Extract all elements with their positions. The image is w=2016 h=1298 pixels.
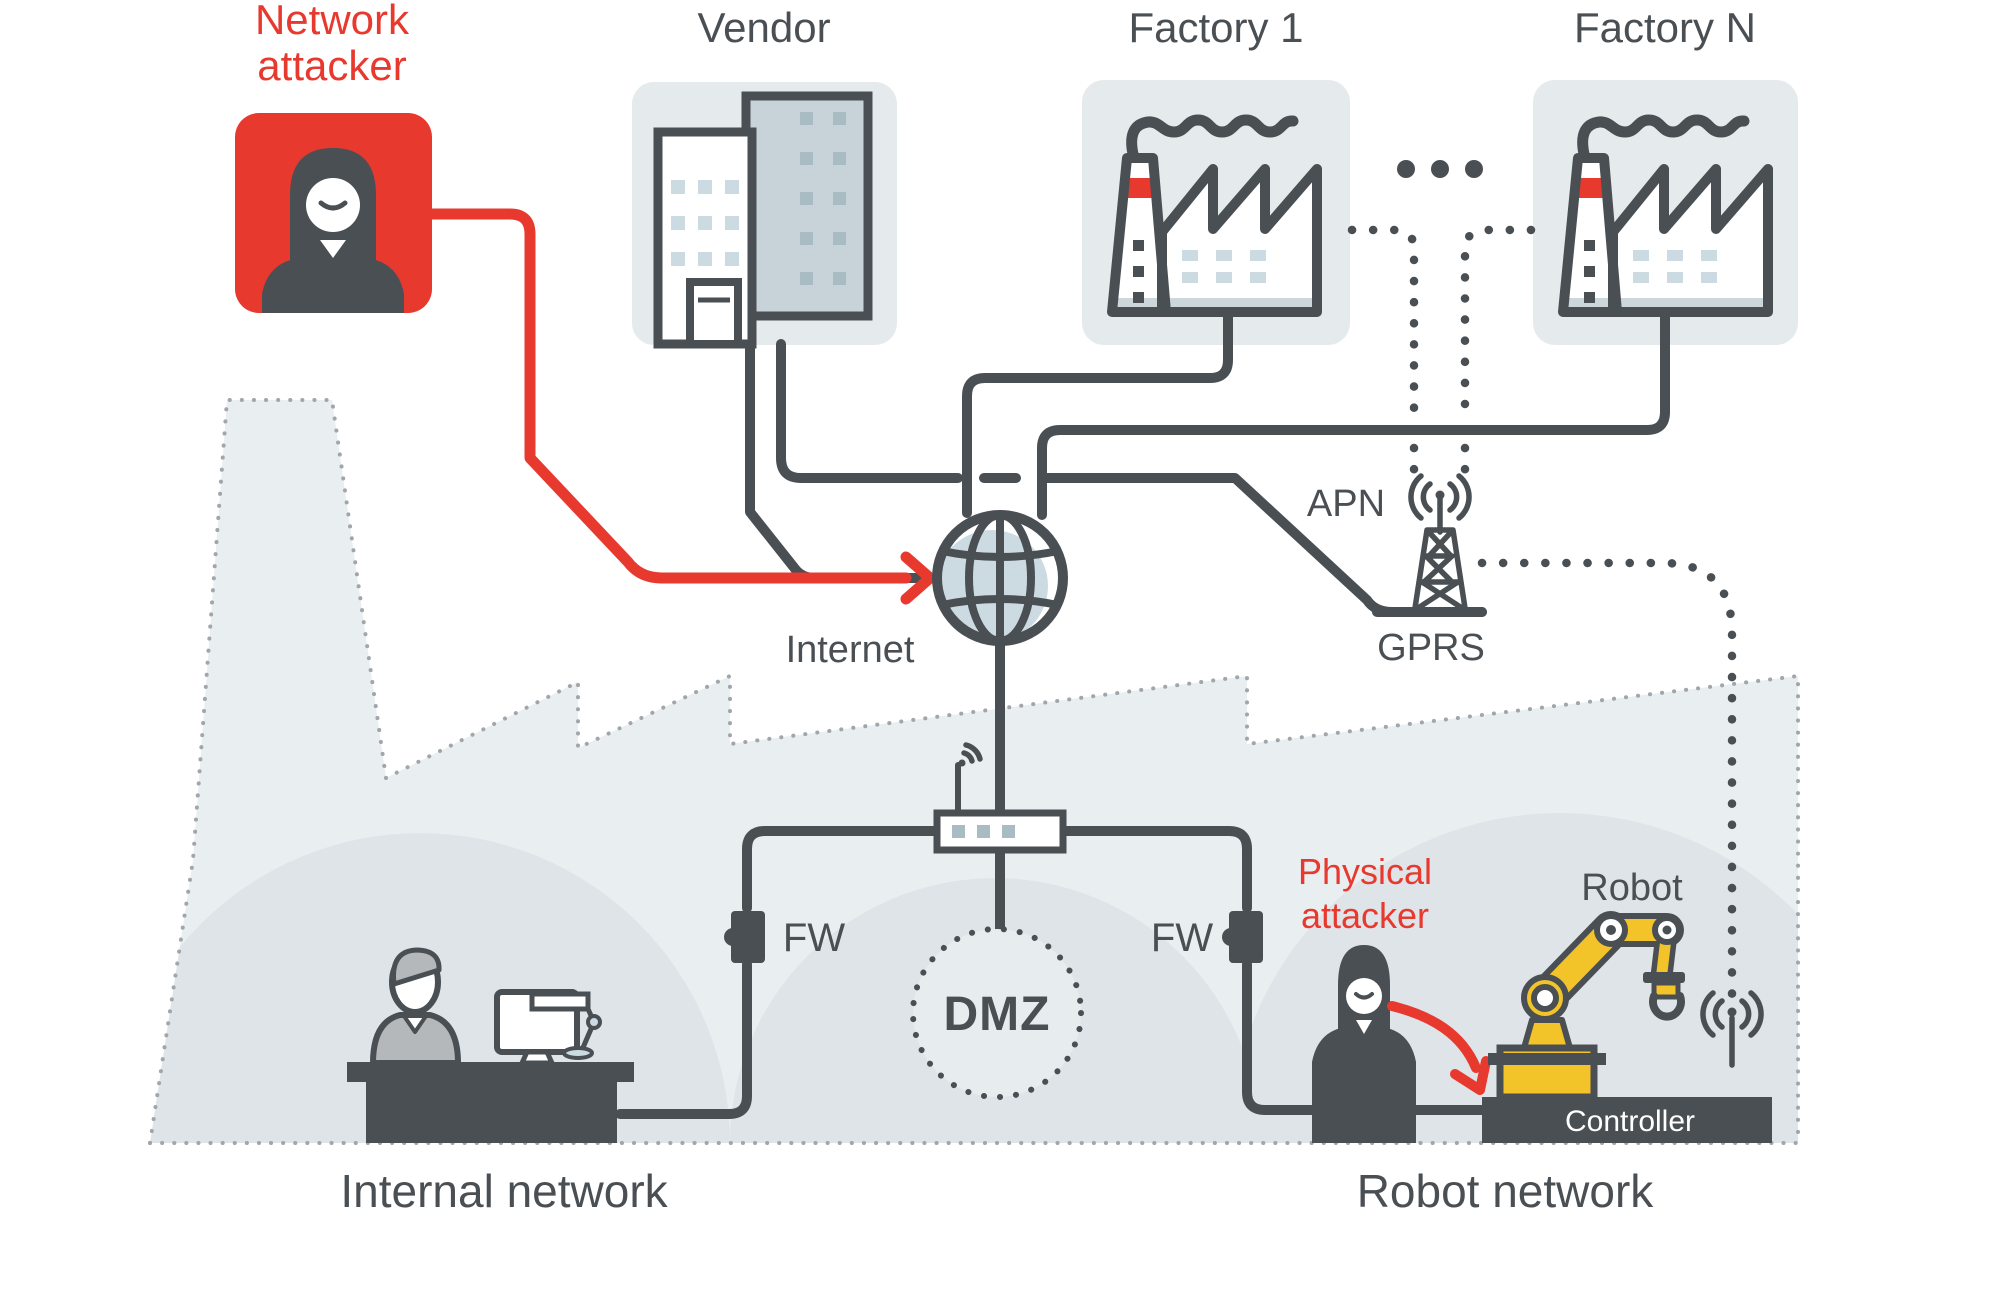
factory-n-label: Factory N (1574, 4, 1756, 51)
controller-box (1482, 993, 1772, 1143)
desk-lamp-icon (529, 991, 602, 1060)
robot-arm-icon (1488, 911, 1685, 1101)
vendor-gprs-link-1 (776, 339, 963, 483)
network-attacker-label-line1: Network (255, 0, 410, 43)
network-attacker-label-line2: attacker (257, 42, 406, 89)
controller-label: Controller (1565, 1105, 1695, 1138)
factoryn-internet-link (1037, 309, 1670, 520)
physical-attacker-label-line2: attacker (1301, 895, 1429, 936)
controller-wifi-icon (1703, 993, 1761, 1068)
router-fw-left-link (742, 826, 942, 913)
worker-desk-icon (347, 947, 634, 1143)
physical-attack-arrowhead (1450, 1056, 1491, 1095)
router-icon (933, 742, 1067, 854)
factories-ellipsis-icon (1397, 160, 1483, 178)
gprs-controller-dotted-link (1477, 558, 1737, 1011)
apn-label: APN (1307, 483, 1385, 525)
fw-right-label: FW (1151, 916, 1213, 960)
factory-1-label: Factory 1 (1128, 4, 1303, 51)
vendor-internet-link (745, 339, 925, 583)
robot-label: Robot (1581, 867, 1683, 909)
fw-left-desk-link (615, 959, 752, 1119)
physical-attack-path (1387, 1001, 1491, 1095)
internal-network-label: Internal network (340, 1165, 668, 1217)
internet-globe-icon (932, 510, 1068, 646)
factoryn-apn-dotted-link (1460, 225, 1536, 493)
dmz-zone (910, 926, 1084, 1100)
network-attack-path (426, 208, 936, 605)
dotted-links (1347, 225, 1737, 1011)
physical-attacker-label-line1: Physical (1298, 851, 1432, 892)
router-fw-right-link (1058, 826, 1252, 913)
fw-left-label: FW (783, 916, 845, 960)
gprs-label: GPRS (1377, 627, 1485, 669)
network-attack-arrowhead (900, 551, 936, 605)
robot-network-label: Robot network (1357, 1165, 1655, 1217)
dmz-label: DMZ (944, 988, 1051, 1041)
fw-right-controller-link (1242, 959, 1489, 1115)
factory1-internet-link (962, 307, 1233, 518)
vendor-label: Vendor (697, 4, 830, 51)
internet-label: Internet (786, 629, 915, 671)
vendor-buildings-icon (653, 91, 873, 349)
physical-attacker-icon (1312, 945, 1416, 1143)
gprs-tower-icon (1372, 476, 1487, 617)
factory1-apn-dotted-link (1347, 225, 1419, 491)
network-attacker-icon (235, 113, 432, 313)
